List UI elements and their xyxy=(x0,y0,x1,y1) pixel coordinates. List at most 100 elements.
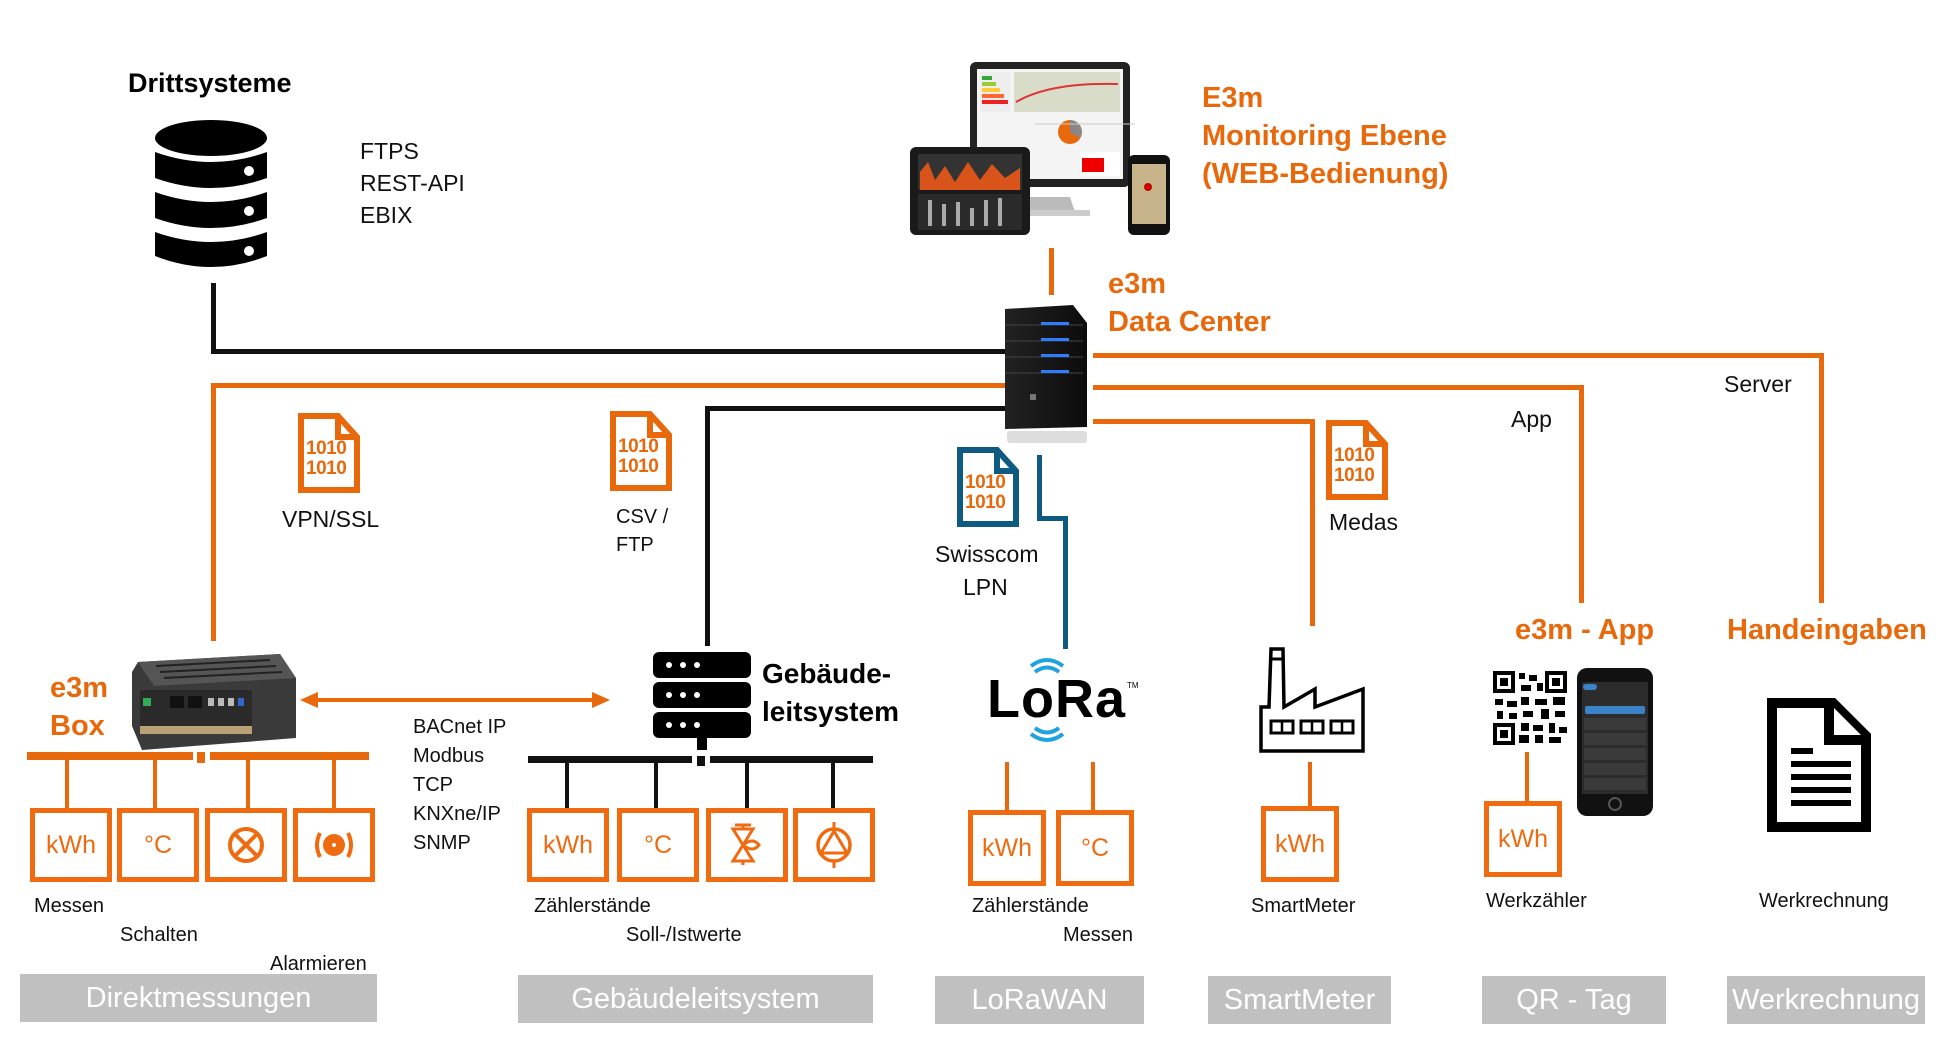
box-bus xyxy=(27,752,193,760)
device-kwh: kWh xyxy=(527,808,609,882)
category-direktmessungen: Direktmessungen xyxy=(20,974,377,1022)
device-switch xyxy=(205,808,287,882)
lora-drop xyxy=(1091,762,1095,812)
protocol-tcp: TCP xyxy=(413,774,453,796)
protocol-ftps: FTPS xyxy=(360,138,419,164)
category-smartmeter: SmartMeter xyxy=(1208,976,1391,1024)
label-swisscom: Swisscom xyxy=(935,541,1039,567)
gls-bus xyxy=(697,756,705,766)
box-bus-drop xyxy=(65,758,69,810)
connector-smartmeter xyxy=(1093,419,1315,424)
label-messen: Messen xyxy=(34,895,105,917)
label-zaehlerstaende-lora: Zählerstände xyxy=(972,895,1089,917)
device-alarm xyxy=(293,808,375,882)
category-lorawan: LoRaWAN xyxy=(935,976,1144,1024)
factory-icon xyxy=(1259,647,1365,753)
gls-bus-drop xyxy=(831,760,835,810)
protocol-knx: KNXne/IP xyxy=(413,803,501,825)
label-csv: CSV / xyxy=(616,506,669,528)
protocol-bacnet: BACnet IP xyxy=(413,716,507,738)
lora-drop xyxy=(1005,762,1009,812)
connector-lora xyxy=(1037,455,1042,520)
connector-handeingaben xyxy=(1093,353,1823,358)
mini-pc-icon xyxy=(132,654,296,750)
category-qr-tag: QR - Tag xyxy=(1482,976,1666,1024)
protocol-snmp: SNMP xyxy=(413,832,471,854)
gls-bus xyxy=(710,756,873,763)
category-gebaeudeleitsystem: Gebäudeleitsystem xyxy=(518,975,873,1023)
label-smartmeter: SmartMeter xyxy=(1251,895,1356,917)
label-schalten: Schalten xyxy=(120,924,198,946)
switch-icon xyxy=(228,827,264,863)
monitoring-title-line1: E3m xyxy=(1202,82,1264,114)
connector-lora xyxy=(1037,516,1067,521)
connector-app xyxy=(1579,385,1584,603)
label-ftp: FTP xyxy=(616,534,654,556)
device-temperature: °C xyxy=(617,808,699,882)
label-medas: Medas xyxy=(1329,509,1399,535)
box-bus-drop xyxy=(246,758,250,810)
connector-gls xyxy=(705,406,1006,411)
connector-drittsysteme xyxy=(211,349,1006,354)
box-bus xyxy=(210,752,369,760)
box-title-line2: Box xyxy=(50,710,105,742)
protocol-modbus: Modbus xyxy=(413,745,485,767)
manual-title: Handeingaben xyxy=(1727,614,1927,646)
box-bus-drop xyxy=(332,758,336,810)
device-kwh: kWh xyxy=(968,810,1046,886)
document-icon xyxy=(1767,698,1871,832)
connector-smartmeter xyxy=(1310,419,1315,626)
qr-code-icon xyxy=(1493,671,1567,745)
gls-title-line2: leitsystem xyxy=(762,696,899,727)
connector-handeingaben xyxy=(1819,353,1824,603)
gls-bus-drop xyxy=(745,760,749,810)
alarm-icon xyxy=(315,832,353,858)
pump-icon xyxy=(816,822,852,868)
gls-bus-drop xyxy=(565,760,569,810)
device-kwh: kWh xyxy=(30,808,112,882)
connector-gls xyxy=(705,406,710,646)
category-werkrechnung: Werkrechnung xyxy=(1727,976,1925,1024)
protocol-rest-api: REST-API xyxy=(360,170,465,196)
server-tower-icon xyxy=(1005,305,1087,443)
devices-dashboard-icon xyxy=(910,62,1170,235)
label-vpn-ssl: VPN/SSL xyxy=(282,506,380,532)
app-title: e3m - App xyxy=(1515,614,1655,646)
label-server: Server xyxy=(1724,371,1792,397)
gls-bus-drop xyxy=(654,760,658,810)
device-valve xyxy=(706,808,788,882)
data-center-title-line1: e3m xyxy=(1108,268,1167,300)
connector-monitoring xyxy=(1049,248,1054,295)
device-temperature: °C xyxy=(1056,810,1134,886)
gls-bus xyxy=(528,756,692,763)
valve-icon xyxy=(730,823,761,865)
monitoring-title-line3: (WEB-Bedienung) xyxy=(1202,158,1449,190)
protocol-ebix: EBIX xyxy=(360,202,413,228)
label-werkrechnung: Werkrechnung xyxy=(1759,890,1889,912)
connector-lora xyxy=(1063,516,1068,649)
double-arrow-icon xyxy=(300,692,610,708)
box-title-line1: e3m xyxy=(50,672,109,704)
label-alarmieren: Alarmieren xyxy=(270,953,367,975)
monitoring-title-line2: Monitoring Ebene xyxy=(1202,120,1447,152)
label-messen-lora: Messen xyxy=(1063,924,1134,946)
connector-box xyxy=(211,383,1006,388)
label-app: App xyxy=(1511,406,1552,432)
connector-drittsysteme xyxy=(211,283,216,353)
label-soll-istwerte: Soll-/Istwerte xyxy=(626,924,742,946)
box-bus xyxy=(197,752,205,763)
smartmeter-drop xyxy=(1308,762,1312,812)
box-bus-drop xyxy=(153,758,157,810)
label-lpn: LPN xyxy=(963,574,1008,600)
device-temperature: °C xyxy=(117,808,199,882)
lora-logo-text: LoRa xyxy=(987,669,1126,729)
device-kwh: kWh xyxy=(1261,806,1339,882)
device-pump xyxy=(793,808,875,882)
app-drop xyxy=(1525,752,1529,804)
smartphone-icon xyxy=(1577,668,1653,816)
label-werkzaehler: Werkzähler xyxy=(1486,890,1587,912)
connector-box xyxy=(211,383,216,641)
